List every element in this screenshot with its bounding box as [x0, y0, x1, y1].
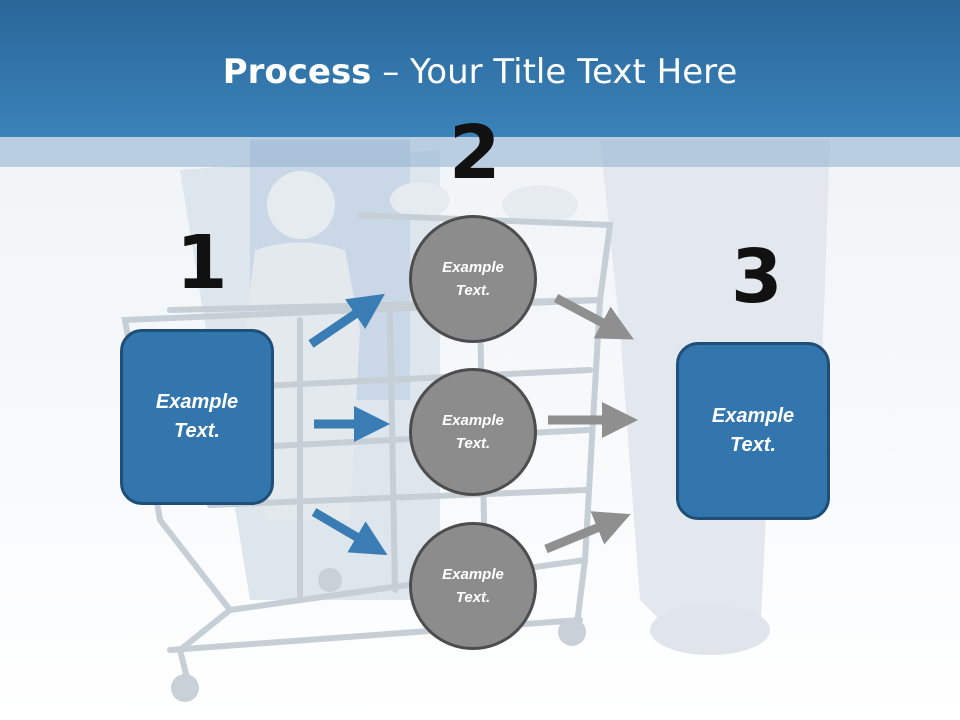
arrow-from-top-circle [553, 294, 634, 340]
slide-title: Process – Your Title Text Here [0, 52, 960, 92]
step-number-1: 1 [176, 220, 228, 306]
step-1-box[interactable]: Example Text. [120, 329, 274, 505]
title-strip [0, 137, 960, 167]
step-3-box[interactable]: Example Text. [676, 342, 830, 520]
step-3-text: Example Text. [711, 405, 795, 456]
step-2-circle-middle-text: Example Text. [442, 412, 504, 452]
step-2-circle-bottom-text: Example Text. [442, 566, 504, 606]
step-2-circle-top-text: Example Text. [442, 259, 504, 299]
step-number-3: 3 [731, 234, 783, 320]
step-number-2: 2 [449, 110, 501, 196]
step-1-text: Example Text. [155, 391, 239, 442]
arrow-to-top-circle [308, 293, 385, 348]
title-rest: – Your Title Text Here [371, 52, 738, 92]
title-bar [0, 0, 960, 137]
step-2-circle-top[interactable]: Example Text. [409, 215, 537, 343]
step-2-circle-middle[interactable]: Example Text. [409, 368, 537, 496]
title-bold: Process [222, 52, 372, 92]
arrow-from-bottom-circle [544, 511, 631, 554]
step-2-circle-bottom[interactable]: Example Text. [409, 522, 537, 650]
arrow-to-bottom-circle [311, 508, 388, 556]
